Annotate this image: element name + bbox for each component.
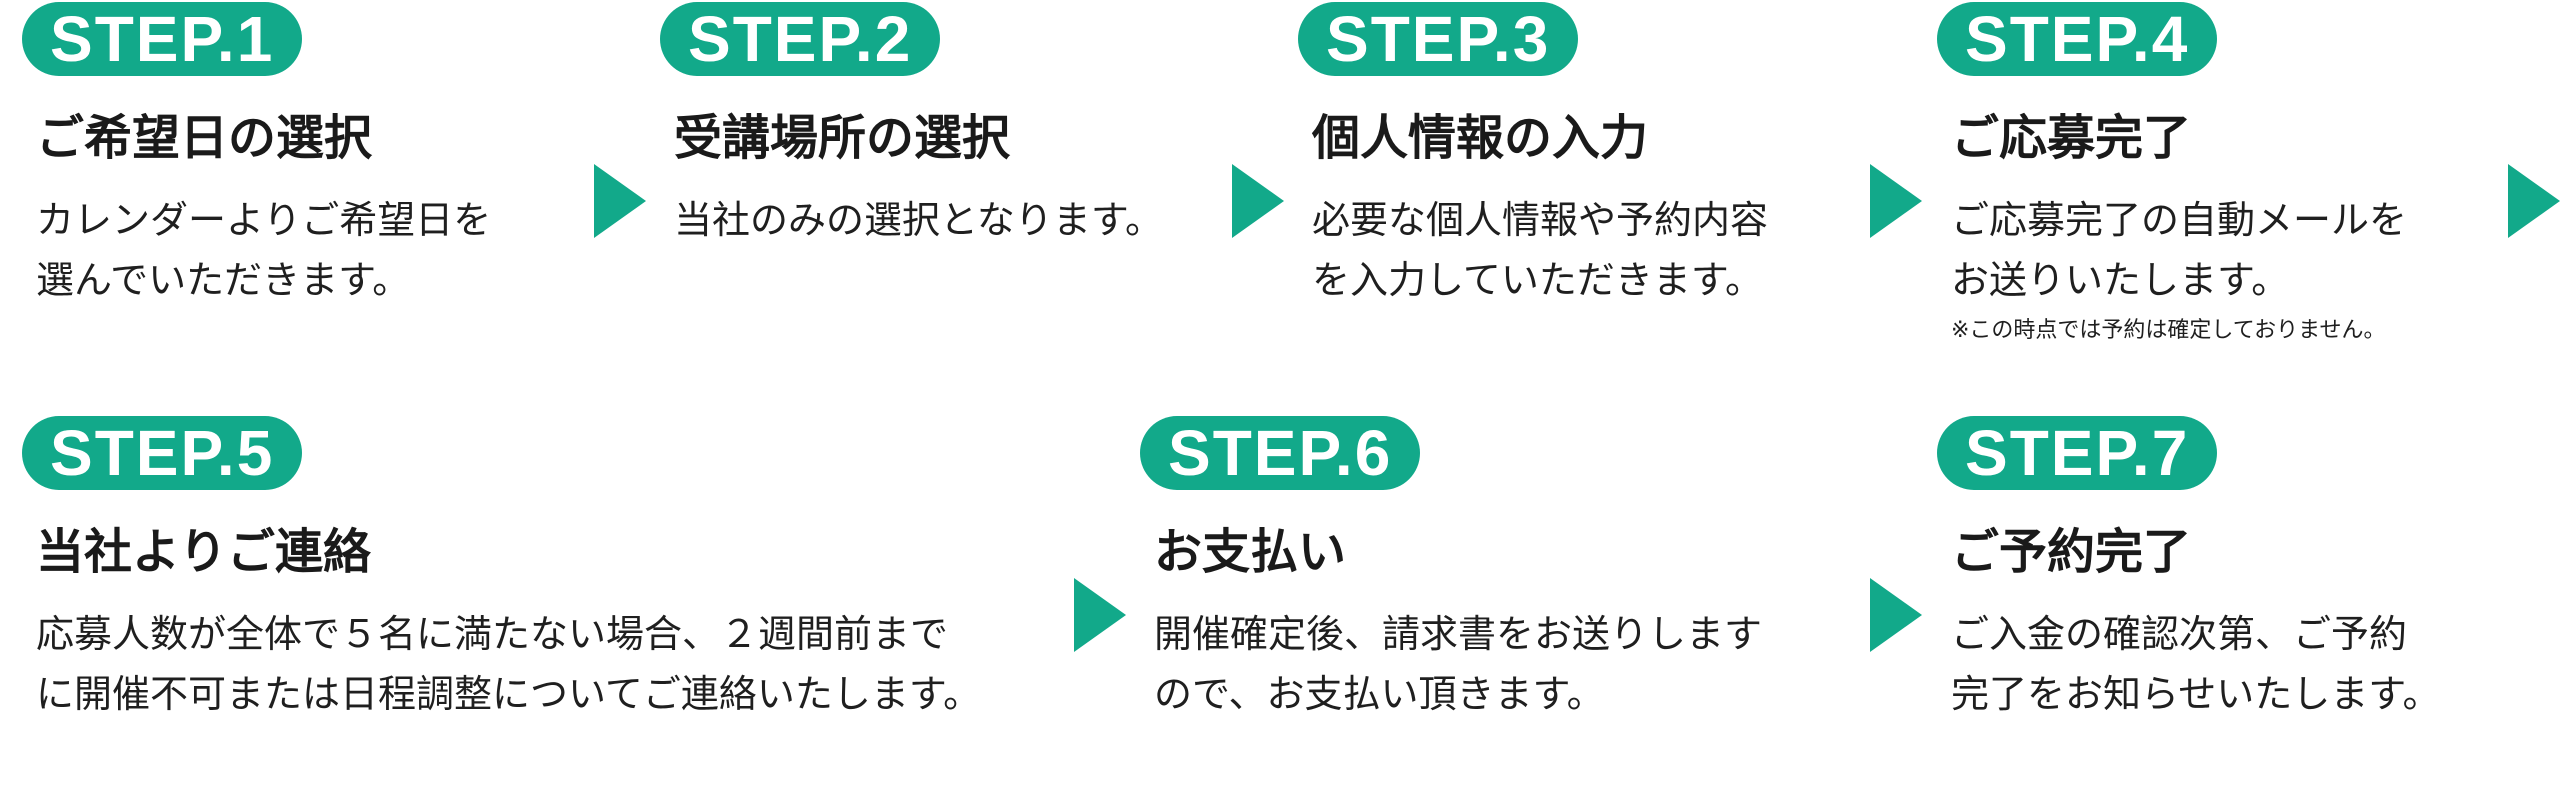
play-triangle-icon bbox=[1074, 578, 1126, 652]
step-title: ご予約完了 bbox=[1951, 524, 2192, 580]
step-description: 開催確定後、請求書をお送りします ので、お支払い頂きます。 bbox=[1154, 604, 1762, 724]
step-description: ご入金の確認次第、ご予約 完了をお知らせいたします。 bbox=[1951, 604, 2440, 724]
step-description-line: 必要な個人情報や予約内容 bbox=[1312, 198, 1769, 242]
play-triangle-icon bbox=[594, 164, 646, 238]
step-description-line: ご入金の確認次第、ご予約 bbox=[1951, 612, 2408, 656]
step-badge: STEP.7 bbox=[1937, 416, 2218, 490]
play-triangle-icon bbox=[1870, 164, 1922, 238]
step-title: ご希望日の選択 bbox=[36, 110, 373, 166]
step-description: ご応募完了の自動メールを お送りいたします。 bbox=[1951, 190, 2407, 310]
step-description-line: を入力していただきます。 bbox=[1312, 258, 1764, 302]
step-description-line: カレンダーよりご希望日を bbox=[36, 198, 492, 242]
step-badge: STEP.3 bbox=[1298, 2, 1579, 76]
step-7: STEP.7 ご予約完了 ご入金の確認次第、ご予約 完了をお知らせいたします。 bbox=[1937, 416, 2440, 716]
step-description: 応募人数が全体で５名に満たない場合、２週間前まで に開催不可または日程調整につい… bbox=[36, 604, 981, 724]
step-6: STEP.6 お支払い 開催確定後、請求書をお送りします ので、お支払い頂きます… bbox=[1140, 416, 1762, 716]
step-note: ※この時点では予約は確定しておりません。 bbox=[1951, 318, 2386, 343]
step-description-line: 完了をお知らせいたします。 bbox=[1951, 672, 2441, 716]
step-description-line: 当社のみの選択となります。 bbox=[674, 198, 1164, 242]
step-3: STEP.3 個人情報の入力 必要な個人情報や予約内容 を入力していただきます。 bbox=[1298, 2, 1768, 302]
step-badge: STEP.4 bbox=[1937, 2, 2218, 76]
step-badge: STEP.5 bbox=[22, 416, 303, 490]
step-description-line: 応募人数が全体で５名に満たない場合、２週間前まで bbox=[36, 612, 949, 656]
step-title: 個人情報の入力 bbox=[1312, 110, 1649, 166]
step-badge: STEP.2 bbox=[660, 2, 941, 76]
step-title: 受講場所の選択 bbox=[674, 110, 1011, 166]
step-description: 当社のみの選択となります。 bbox=[674, 190, 1163, 250]
step-description-line: 開催確定後、請求書をお送りします bbox=[1154, 612, 1763, 656]
play-triangle-icon bbox=[1232, 164, 1284, 238]
step-badge: STEP.1 bbox=[22, 2, 303, 76]
step-title: お支払い bbox=[1154, 524, 1347, 580]
step-description-line: お送りいたします。 bbox=[1951, 258, 2290, 302]
step-description-line: ご応募完了の自動メールを bbox=[1951, 198, 2408, 242]
step-2: STEP.2 受講場所の選択 当社のみの選択となります。 bbox=[660, 2, 1163, 242]
step-description-line: 選んでいただきます。 bbox=[36, 258, 411, 302]
step-1: STEP.1 ご希望日の選択 カレンダーよりご希望日を 選んでいただきます。 bbox=[22, 2, 491, 302]
step-description-line: に開催不可または日程調整についてご連絡いたします。 bbox=[36, 672, 982, 716]
step-title: ご応募完了 bbox=[1951, 110, 2192, 166]
step-badge: STEP.6 bbox=[1140, 416, 1421, 490]
play-triangle-icon bbox=[1870, 578, 1922, 652]
play-triangle-icon bbox=[2508, 164, 2560, 238]
step-description-line: ので、お支払い頂きます。 bbox=[1154, 672, 1605, 716]
step-4: STEP.4 ご応募完了 ご応募完了の自動メールを お送りいたします。 ※この時… bbox=[1937, 2, 2407, 343]
step-description: カレンダーよりご希望日を 選んでいただきます。 bbox=[36, 190, 491, 310]
step-5: STEP.5 当社よりご連絡 応募人数が全体で５名に満たない場合、２週間前まで … bbox=[22, 416, 981, 716]
step-description: 必要な個人情報や予約内容 を入力していただきます。 bbox=[1312, 190, 1768, 310]
step-title: 当社よりご連絡 bbox=[36, 524, 372, 580]
